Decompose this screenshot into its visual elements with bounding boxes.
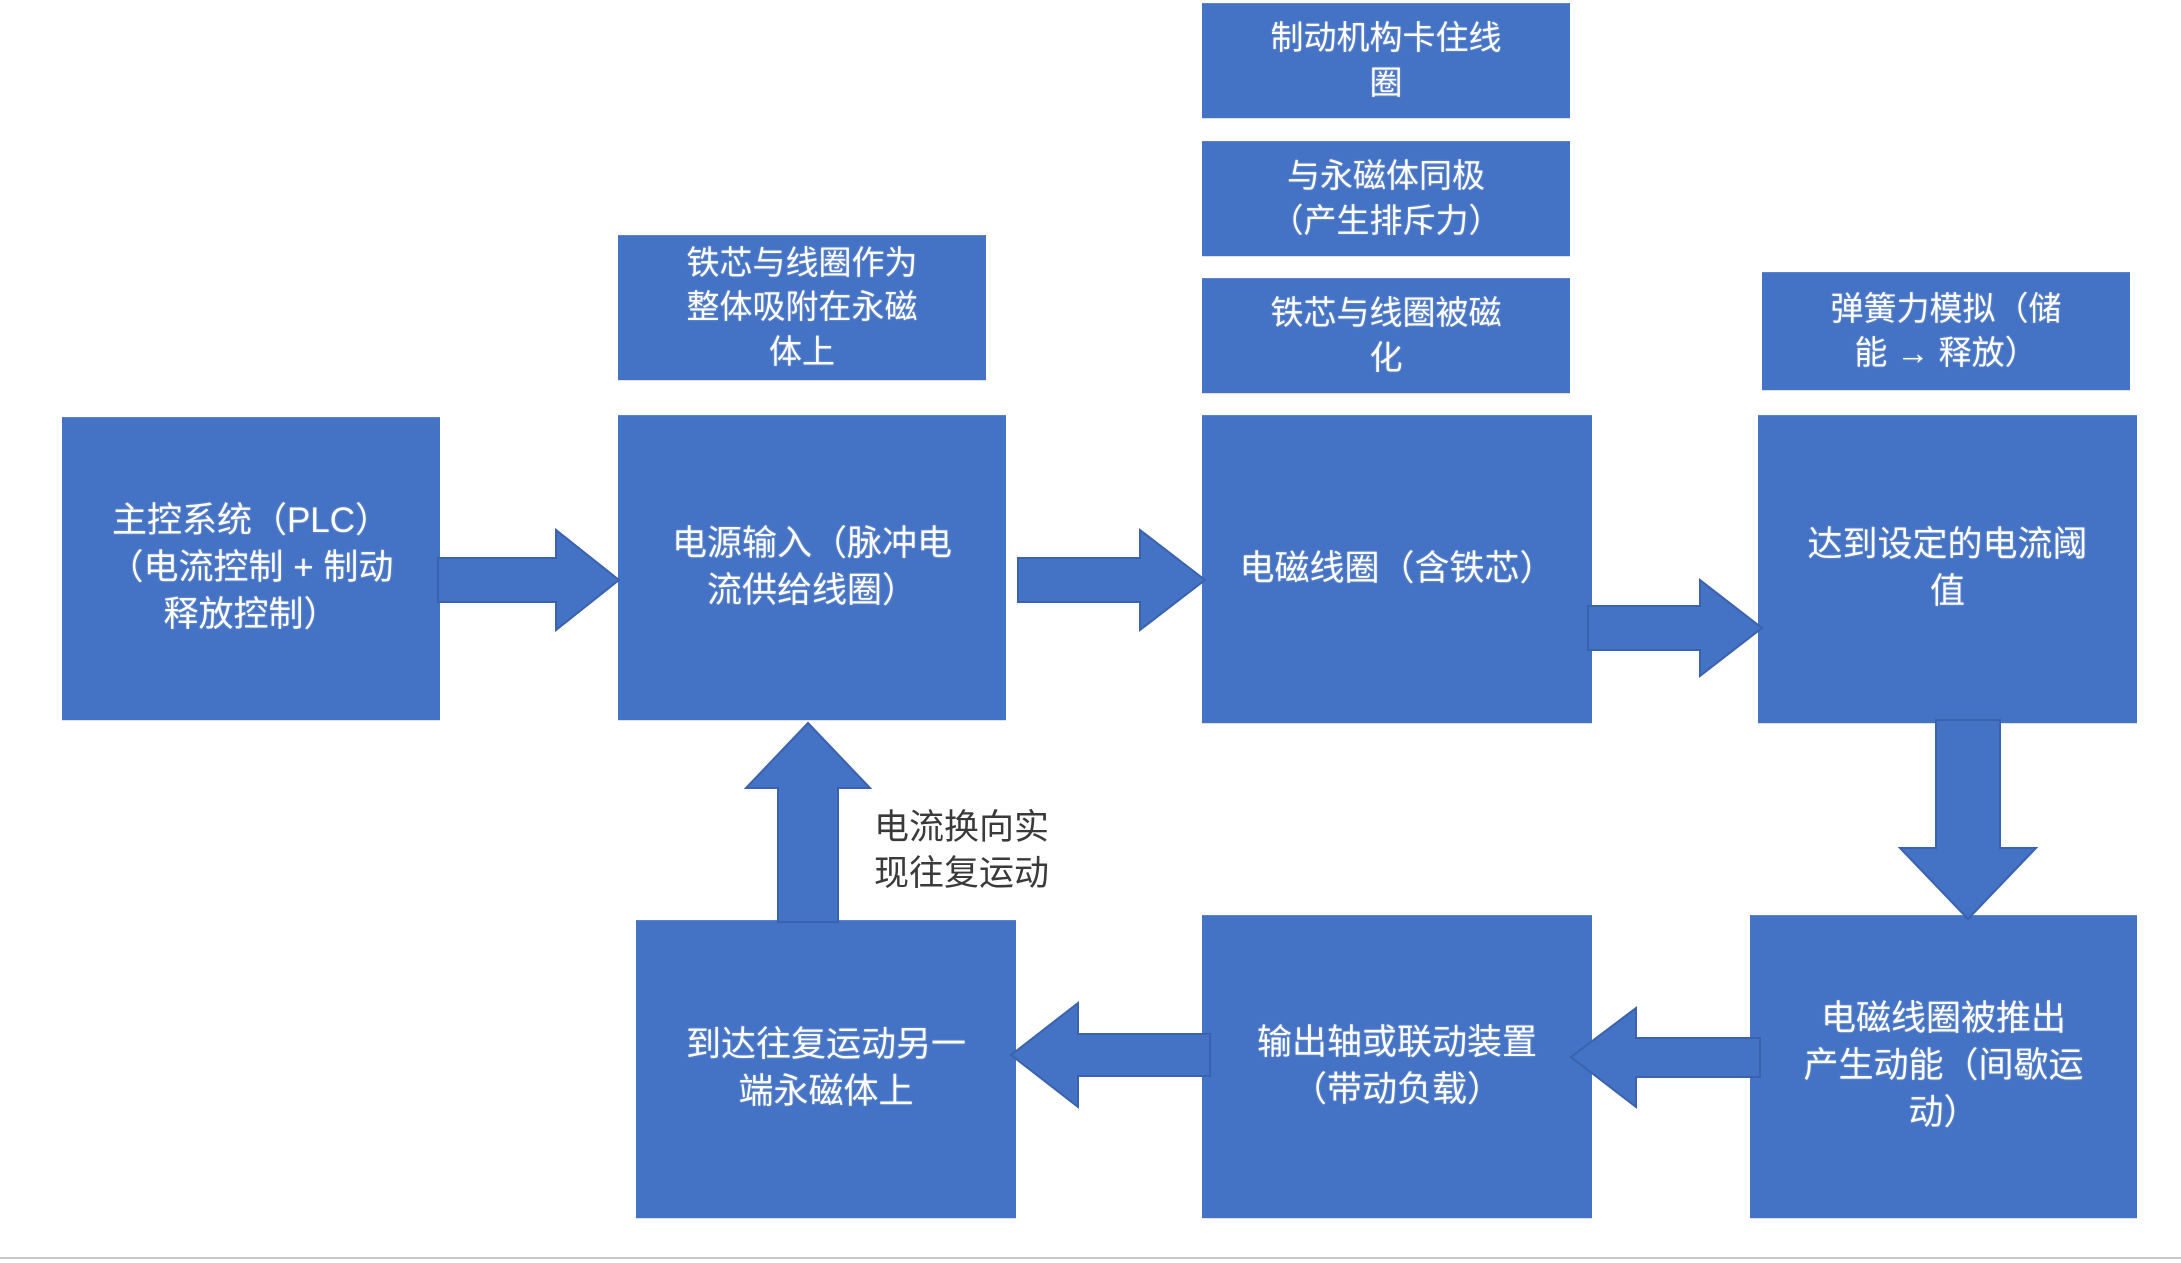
arrow-power-input-to-coil: [1017, 527, 1207, 633]
node-spring-sim[interactable]: 弹簧力模拟（储 能 → 释放）: [1762, 272, 2130, 390]
arrow-coil-to-threshold: [1587, 577, 1764, 679]
node-core-attach-label: 铁芯与线圈作为 整体吸附在永磁 体上: [686, 244, 918, 370]
node-same-pole-label: 与永磁体同极 （产生排斥力）: [1270, 157, 1502, 239]
node-plc-label: 主控系统（PLC） （电流控制 + 制动 释放控制）: [108, 501, 394, 634]
node-output-shaft[interactable]: 输出轴或联动装置 （带动负载）: [1202, 915, 1592, 1218]
node-brake-lock[interactable]: 制动机构卡住线 圈: [1202, 3, 1570, 118]
node-pushed-out[interactable]: 电磁线圈被推出 产生动能（间歇运 动）: [1750, 915, 2137, 1218]
node-threshold-label: 达到设定的电流阈 值: [1807, 525, 2088, 611]
node-other-end-label: 到达往复运动另一 端永磁体上: [685, 1025, 966, 1111]
node-plc[interactable]: 主控系统（PLC） （电流控制 + 制动 释放控制）: [62, 417, 440, 720]
node-same-pole[interactable]: 与永磁体同极 （产生排斥力）: [1202, 141, 1570, 256]
node-coil-label: 电磁线圈（含铁芯）: [1239, 548, 1555, 588]
arrow-threshold-to-pushed-out: [1897, 719, 2039, 921]
arrow-pushed-out-to-output-shaft: [1569, 1005, 1761, 1110]
bottom-divider: [0, 1257, 2181, 1259]
caption-reciprocating: 电流换向实 现往复运动: [874, 808, 1050, 894]
node-other-end[interactable]: 到达往复运动另一 端永磁体上: [636, 920, 1016, 1218]
node-power-input[interactable]: 电源输入（脉冲电 流供给线圈）: [618, 415, 1006, 720]
node-magnetized-label: 铁芯与线圈被磁 化: [1270, 294, 1502, 376]
node-magnetized[interactable]: 铁芯与线圈被磁 化: [1202, 278, 1570, 393]
node-spring-sim-label: 弹簧力模拟（储 能 → 释放）: [1830, 289, 2062, 371]
node-power-input-label: 电源输入（脉冲电 流供给线圈）: [671, 523, 952, 610]
node-coil[interactable]: 电磁线圈（含铁芯）: [1202, 415, 1592, 723]
node-pushed-out-label: 电磁线圈被推出 产生动能（间歇运 动）: [1803, 999, 2084, 1132]
node-threshold[interactable]: 达到设定的电流阈 值: [1758, 415, 2137, 723]
node-core-attach[interactable]: 铁芯与线圈作为 整体吸附在永磁 体上: [618, 235, 986, 380]
arrow-output-shaft-to-other-end: [1009, 1000, 1211, 1110]
arrow-other-end-to-power-input: [743, 721, 873, 923]
node-output-shaft-label: 输出轴或联动装置 （带动负载）: [1256, 1022, 1537, 1109]
arrow-plc-to-power-input: [437, 527, 621, 633]
node-brake-lock-label: 制动机构卡住线 圈: [1270, 19, 1502, 101]
